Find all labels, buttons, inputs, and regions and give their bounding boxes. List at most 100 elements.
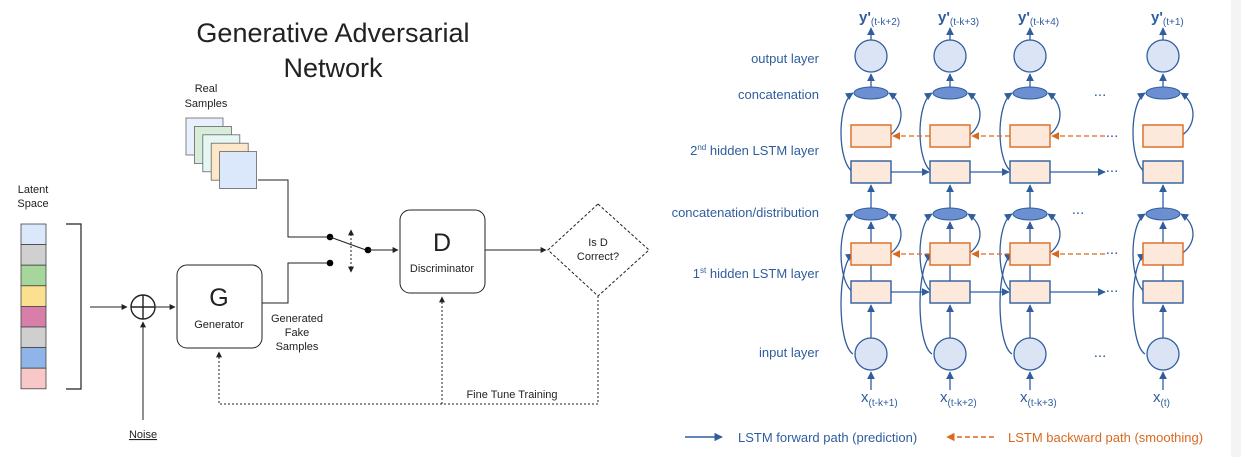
discriminator-label: Discriminator [410, 263, 475, 275]
discriminator-node: D Discriminator [399, 209, 486, 294]
hidden1-backward-cell [1142, 242, 1184, 266]
concat-distribution-node [1012, 207, 1048, 221]
ellipsis: ... [1106, 159, 1119, 176]
output-label: y'(t-k+2) [859, 9, 900, 28]
sample-sheet [219, 151, 258, 190]
fine-tune-feedback-path [216, 296, 599, 405]
discriminator-letter: D [433, 229, 451, 257]
input-label: x(t-k+1) [861, 389, 898, 409]
label-hidden-layer-2: 2nd hidden LSTM layer [690, 143, 820, 158]
sum-node [130, 294, 156, 320]
hidden1-forward-curve [919, 213, 933, 293]
latent-space-vector [20, 223, 47, 390]
generator-node: G Generator [176, 264, 263, 349]
hidden1-backward-curve [1180, 213, 1194, 255]
ellipsis: ... [1106, 241, 1119, 258]
hidden2-backward-cell [929, 124, 971, 148]
lstm-panel-border [1231, 0, 1241, 457]
hidden2-backward-cell [850, 124, 892, 148]
input-label: x(t) [1153, 389, 1170, 409]
real-samples-path [258, 179, 328, 238]
gan-title-line1: Generative Adversarial [196, 18, 469, 48]
ellipsis: ... [1106, 124, 1119, 141]
hidden1-forward-cell [1009, 280, 1051, 304]
hidden1-backward-cell [850, 242, 892, 266]
input-label: x(t-k+2) [940, 389, 977, 409]
latent-bracket [66, 223, 82, 390]
hidden2-backward-cell [1142, 124, 1184, 148]
hidden2-forward-curve [1132, 92, 1146, 173]
input-node [1146, 337, 1180, 371]
concatenation-node [932, 86, 968, 100]
input-node [933, 337, 967, 371]
label-hidden-layer-1: 1st hidden LSTM layer [693, 266, 820, 281]
output-node [854, 39, 888, 73]
input-node [1013, 337, 1047, 371]
input-side-curve [1132, 253, 1146, 355]
input-side-curve [840, 253, 854, 355]
real-samples-label-1: Real [195, 83, 218, 95]
latent-space-label-2: Space [17, 198, 48, 210]
input-side-curve [999, 253, 1013, 355]
hidden1-forward-cell [1142, 280, 1184, 304]
hidden1-backward-cell [1009, 242, 1051, 266]
hidden1-forward-curve [1132, 213, 1146, 293]
latent-cell [20, 326, 47, 349]
generated-fake-label-2: Fake [285, 327, 309, 339]
generator-letter: G [209, 284, 228, 312]
output-node [933, 39, 967, 73]
legend-backward-label: LSTM backward path (smoothing) [1008, 430, 1203, 445]
latent-cell [20, 264, 47, 287]
decision-label-2: Correct? [577, 251, 619, 263]
legend-forward-label: LSTM forward path (prediction) [738, 430, 917, 445]
input-node [854, 337, 888, 371]
concatenation-node [1012, 86, 1048, 100]
switch [326, 229, 372, 273]
latent-space-label-1: Latent [18, 184, 49, 196]
hidden2-forward-curve [840, 92, 854, 173]
label-input-layer: input layer [759, 345, 820, 360]
lstm-grid: y'(t-k+2) x(t-k+1) y'(t-k+3) x(t-k+2) y'(t-k… [840, 9, 1194, 409]
gan-title-line2: Network [283, 53, 383, 83]
latent-cell [20, 285, 47, 307]
decision-node: Is D Correct? [547, 203, 650, 297]
concat-distribution-node [1145, 207, 1181, 221]
hidden2-forward-curve [999, 92, 1013, 173]
latent-cell [20, 367, 47, 390]
label-output-layer: output layer [751, 51, 820, 66]
concat-distribution-node [853, 207, 889, 221]
generator-output-path [262, 262, 328, 304]
hidden1-forward-cell [850, 280, 892, 304]
hidden2-backward-cell [1009, 124, 1051, 148]
concat-distribution-node [932, 207, 968, 221]
real-samples-label-2: Samples [185, 98, 228, 110]
hidden2-backward-curve [1180, 92, 1194, 137]
label-concatenation-distribution: concatenation/distribution [672, 205, 819, 220]
hidden2-forward-curve [919, 92, 933, 173]
output-label: y'(t+1) [1151, 9, 1184, 28]
fine-tune-label: Fine Tune Training [466, 389, 557, 401]
hidden2-forward-cell [1009, 160, 1051, 184]
ellipsis: ... [1094, 344, 1107, 361]
ellipsis: ... [1094, 83, 1107, 100]
ellipsis: ... [1072, 201, 1085, 218]
hidden1-backward-cell [929, 242, 971, 266]
output-node [1146, 39, 1180, 73]
concatenation-node [1145, 86, 1181, 100]
label-concatenation: concatenation [738, 87, 819, 102]
output-label: y'(t-k+3) [938, 9, 979, 28]
generator-label: Generator [194, 319, 244, 331]
latent-cell [20, 347, 47, 369]
output-node [1013, 39, 1047, 73]
ellipsis: ... [1106, 279, 1119, 296]
hidden2-forward-cell [850, 160, 892, 184]
generated-fake-label-3: Samples [276, 341, 319, 353]
hidden2-forward-cell [929, 160, 971, 184]
output-label: y'(t-k+4) [1018, 9, 1059, 28]
latent-cell [20, 244, 47, 266]
decision-label-1: Is D [588, 237, 608, 249]
hidden1-forward-curve [999, 213, 1013, 293]
input-side-curve [919, 253, 933, 355]
hidden2-forward-cell [1142, 160, 1184, 184]
generated-fake-label-1: Generated [271, 313, 323, 325]
